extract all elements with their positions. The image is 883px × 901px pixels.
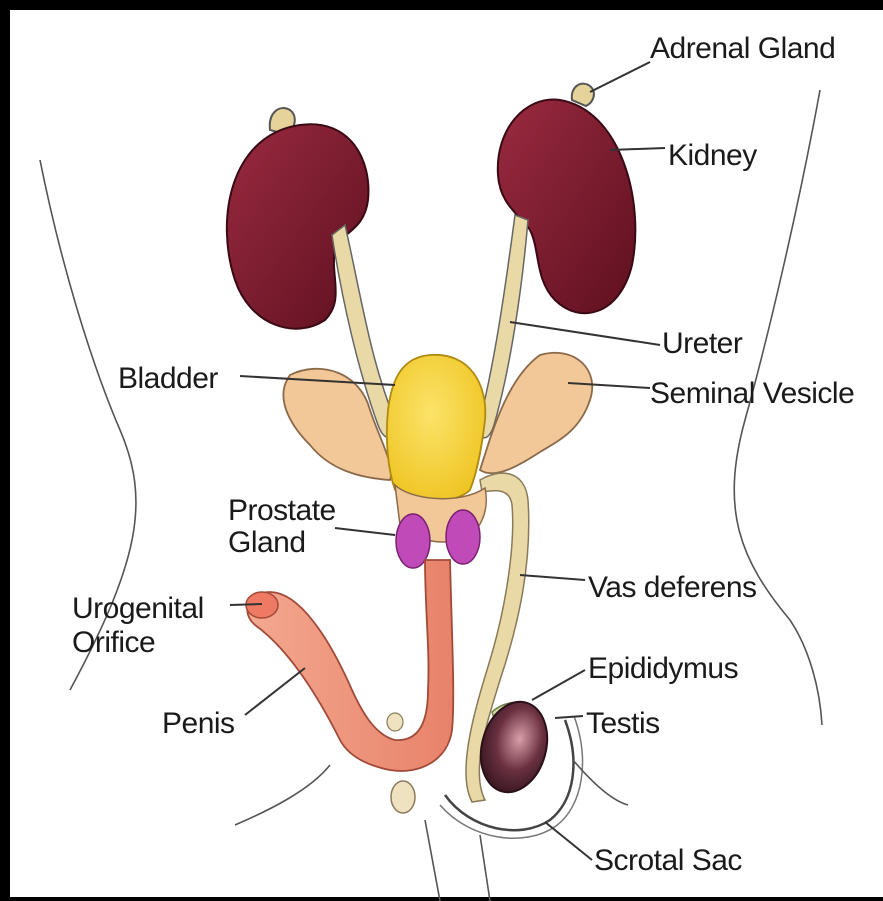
- label-bladder: Bladder: [118, 362, 218, 395]
- label-prostate-line2: Gland: [228, 526, 306, 559]
- prostate-gland-right: [446, 510, 480, 564]
- label-vas-deferens: Vas deferens: [588, 571, 757, 604]
- label-adrenal-gland: Adrenal Gland: [650, 32, 835, 65]
- penis: [247, 560, 453, 771]
- label-kidney: Kidney: [668, 139, 757, 172]
- label-penis: Penis: [162, 707, 235, 740]
- label-prostate-line1: Prostate: [228, 494, 336, 527]
- bulb: [391, 781, 415, 813]
- bladder: [387, 355, 485, 501]
- label-ureter: Ureter: [662, 327, 743, 360]
- bulb-top: [387, 713, 403, 731]
- label-scrotal-sac: Scrotal Sac: [594, 844, 742, 877]
- label-seminal-vesicle: Seminal Vesicle: [650, 377, 854, 410]
- label-urogenital-line1: Urogenital: [72, 592, 204, 625]
- label-testis: Testis: [586, 707, 660, 740]
- adrenal-gland-right: [572, 84, 594, 106]
- label-urogenital-line2: Orifice: [72, 626, 155, 659]
- label-epididymus: Epididymus: [588, 652, 738, 685]
